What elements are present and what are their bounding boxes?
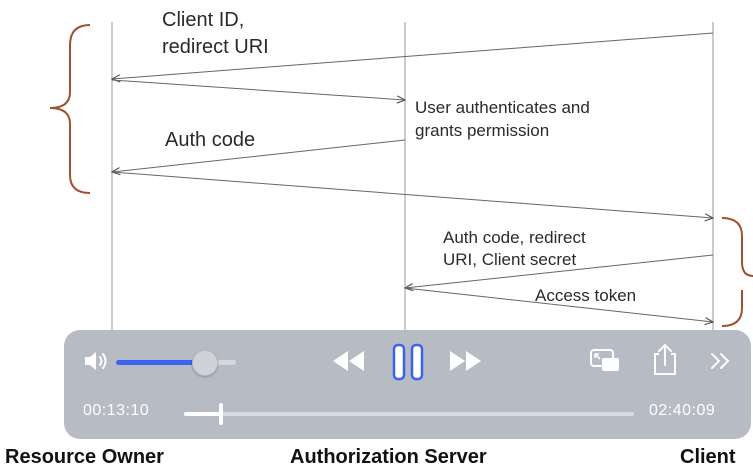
- label-redirect-uri: redirect URI: [162, 36, 269, 58]
- speaker-icon[interactable]: [82, 348, 112, 374]
- elapsed-time: 00:13:10: [83, 402, 150, 419]
- arrow-token-request: [405, 254, 714, 288]
- label-access-token: Access token: [535, 286, 636, 305]
- arrow-auth-code-to-client: [111, 171, 713, 218]
- more-button[interactable]: [704, 346, 738, 376]
- label-client-secret: URI, Client secret: [443, 250, 576, 269]
- label-auth-code-redirect: Auth code, redirect: [443, 228, 586, 247]
- video-player-controls: 00:13:10 02:40:09: [64, 330, 751, 439]
- actor-resource-owner: Resource Owner: [5, 446, 164, 468]
- progress-scrubber[interactable]: [218, 403, 223, 425]
- share-button[interactable]: [650, 342, 680, 378]
- total-duration: 02:40:09: [649, 402, 716, 419]
- more-chevron-icon: [711, 353, 730, 369]
- actor-authorization-server: Authorization Server: [290, 446, 487, 468]
- arrow-access-token: [404, 287, 713, 322]
- volume-slider[interactable]: [116, 350, 236, 376]
- arrow-auth-code: [112, 139, 406, 172]
- right-phase-bracket: [721, 217, 753, 327]
- picture-in-picture-button[interactable]: [588, 346, 624, 376]
- progress-fill: [184, 412, 221, 416]
- label-grants-permission: grants permission: [415, 121, 549, 140]
- rewind-button[interactable]: [330, 346, 368, 376]
- left-phase-bracket: [49, 24, 91, 194]
- share-icon: [654, 343, 676, 375]
- actor-client: Client: [680, 446, 736, 468]
- label-client-id: Client ID,: [162, 9, 244, 31]
- volume-level-fill: [116, 360, 204, 365]
- fast-forward-button[interactable]: [446, 346, 484, 376]
- rewind-icon: [333, 351, 364, 371]
- playback-progress-bar[interactable]: [184, 403, 634, 425]
- arrow-authenticate: [111, 79, 405, 100]
- fast-forward-icon: [450, 351, 481, 371]
- volume-slider-knob[interactable]: [191, 350, 218, 376]
- picture-in-picture-icon: [590, 349, 619, 371]
- label-user-authenticates: User authenticates and: [415, 98, 590, 117]
- pause-button[interactable]: [389, 342, 427, 382]
- arrow-client-id: [112, 32, 714, 79]
- label-auth-code: Auth code: [165, 129, 255, 151]
- pause-icon: [392, 343, 424, 381]
